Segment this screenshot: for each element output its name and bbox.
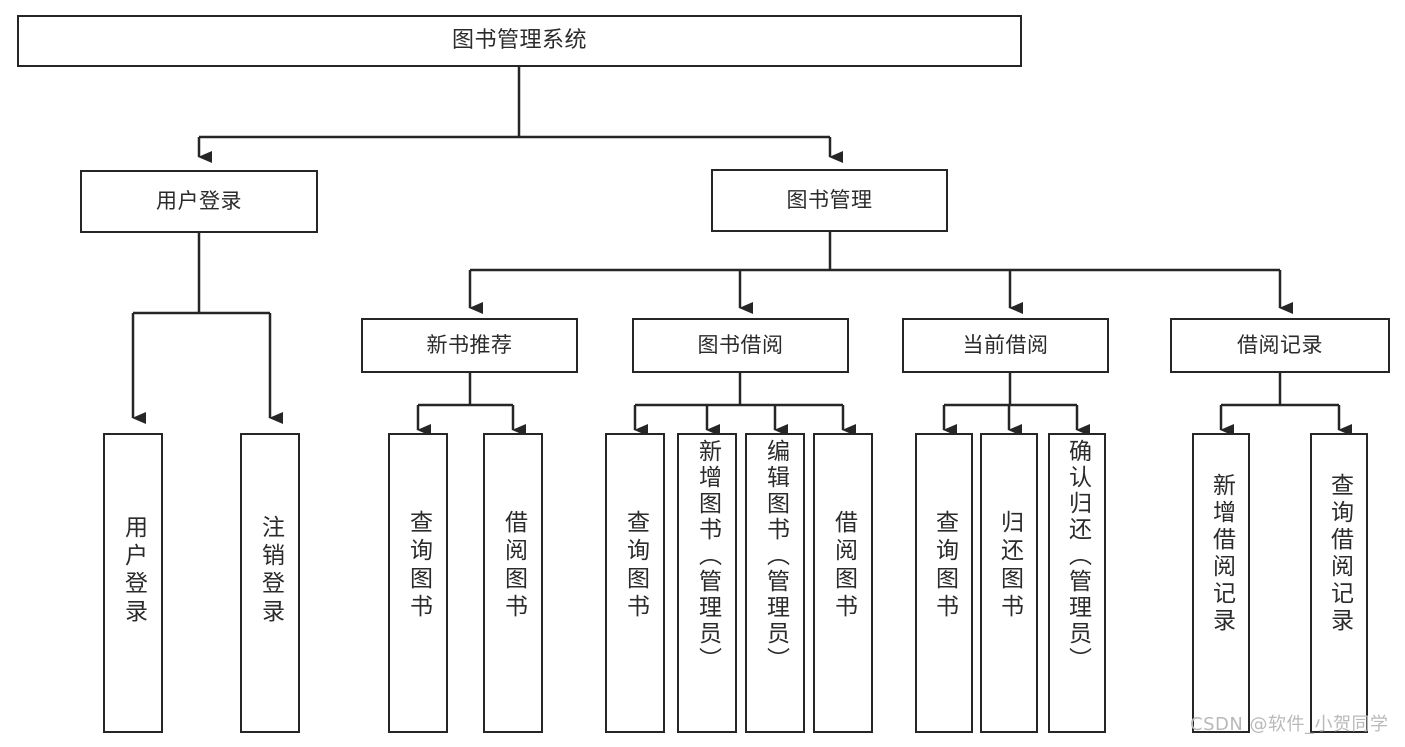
node-book-borrow-label: 图书借阅 (697, 333, 784, 358)
leaf-query-book-2-label: 查询图书 (622, 510, 649, 622)
leaf-edit-book-admin-label: 编辑图书（管理员） (762, 439, 789, 673)
leaf-borrow-book-1-label: 借阅图书 (500, 510, 527, 622)
node-book-borrow[interactable]: 图书借阅 (632, 318, 849, 373)
node-new-book-recommend[interactable]: 新书推荐 (361, 318, 578, 373)
leaf-logout-label: 注销登录 (257, 515, 284, 627)
node-current-borrow-label: 当前借阅 (962, 333, 1049, 358)
leaf-confirm-return-admin[interactable]: 确认归还（管理员） (1048, 433, 1106, 733)
leaf-query-borrow-record[interactable]: 查询借阅记录 (1310, 433, 1368, 733)
leaf-query-book-3[interactable]: 查询图书 (915, 433, 973, 733)
leaf-user-login-label: 用户登录 (120, 515, 147, 627)
leaf-return-book-label: 归还图书 (996, 510, 1023, 622)
leaf-query-book-3-label: 查询图书 (931, 510, 958, 622)
leaf-query-book-1[interactable]: 查询图书 (388, 433, 448, 733)
watermark: CSDN @软件_小贺同学 (1190, 714, 1389, 735)
leaf-confirm-return-admin-label: 确认归还（管理员） (1064, 439, 1091, 673)
leaf-add-book-admin-label: 新增图书（管理员） (694, 439, 721, 673)
leaf-add-book-admin[interactable]: 新增图书（管理员） (677, 433, 737, 733)
leaf-query-book-1-label: 查询图书 (405, 510, 432, 622)
node-root-label: 图书管理系统 (451, 28, 587, 54)
node-new-book-recommend-label: 新书推荐 (426, 333, 513, 358)
node-user-login[interactable]: 用户登录 (80, 170, 318, 233)
node-book-manage-label: 图书管理 (786, 188, 873, 213)
leaf-add-borrow-record[interactable]: 新增借阅记录 (1192, 433, 1250, 733)
leaf-query-book-2[interactable]: 查询图书 (605, 433, 665, 733)
leaf-borrow-book-2[interactable]: 借阅图书 (813, 433, 873, 733)
leaf-borrow-book-1[interactable]: 借阅图书 (483, 433, 543, 733)
leaf-return-book[interactable]: 归还图书 (980, 433, 1038, 733)
leaf-edit-book-admin[interactable]: 编辑图书（管理员） (745, 433, 805, 733)
node-borrow-record[interactable]: 借阅记录 (1170, 318, 1390, 373)
node-root[interactable]: 图书管理系统 (17, 15, 1022, 67)
node-user-login-label: 用户登录 (156, 189, 242, 214)
leaf-add-borrow-record-label: 新增借阅记录 (1208, 473, 1235, 635)
leaf-logout[interactable]: 注销登录 (240, 433, 300, 733)
node-book-manage[interactable]: 图书管理 (711, 169, 948, 232)
node-borrow-record-label: 借阅记录 (1237, 333, 1323, 358)
leaf-borrow-book-2-label: 借阅图书 (830, 510, 857, 622)
node-current-borrow[interactable]: 当前借阅 (902, 318, 1109, 373)
leaf-query-borrow-record-label: 查询借阅记录 (1326, 473, 1353, 635)
leaf-user-login[interactable]: 用户登录 (103, 433, 163, 733)
